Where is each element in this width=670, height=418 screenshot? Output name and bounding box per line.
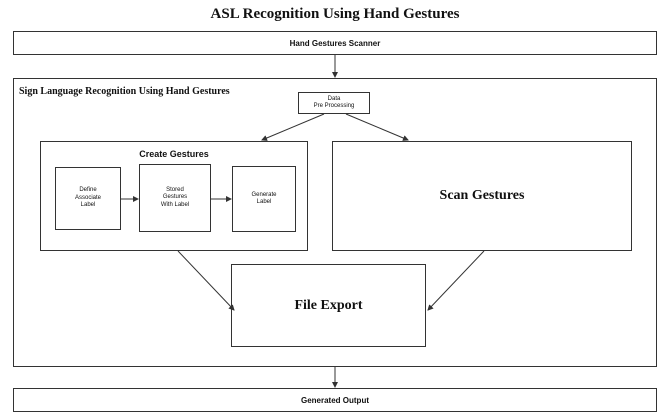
scan-gestures-box: Scan Gestures [332, 141, 632, 251]
sign-language-recognition-label: Sign Language Recognition Using Hand Ges… [19, 86, 230, 97]
stored-gestures-box: Stored Gestures With Label [139, 164, 211, 232]
generated-output-box: Generated Output [13, 388, 657, 412]
generate-label-box: Generate Label [232, 166, 296, 232]
file-export-label: File Export [294, 297, 363, 313]
define-associate-label-box: Define Associate Label [55, 167, 121, 230]
generated-output-label: Generated Output [300, 395, 369, 405]
diagram-title: ASL Recognition Using Hand Gestures [210, 6, 460, 22]
create-gestures-title: Create Gestures [139, 149, 209, 159]
hand-gestures-scanner-label: Hand Gestures Scanner [289, 38, 381, 48]
file-export-box: File Export [231, 264, 426, 347]
data-preprocessing-box: Data Pre Processing [298, 92, 370, 114]
scan-gestures-label: Scan Gestures [439, 188, 525, 203]
hand-gestures-scanner-box: Hand Gestures Scanner [13, 31, 657, 55]
